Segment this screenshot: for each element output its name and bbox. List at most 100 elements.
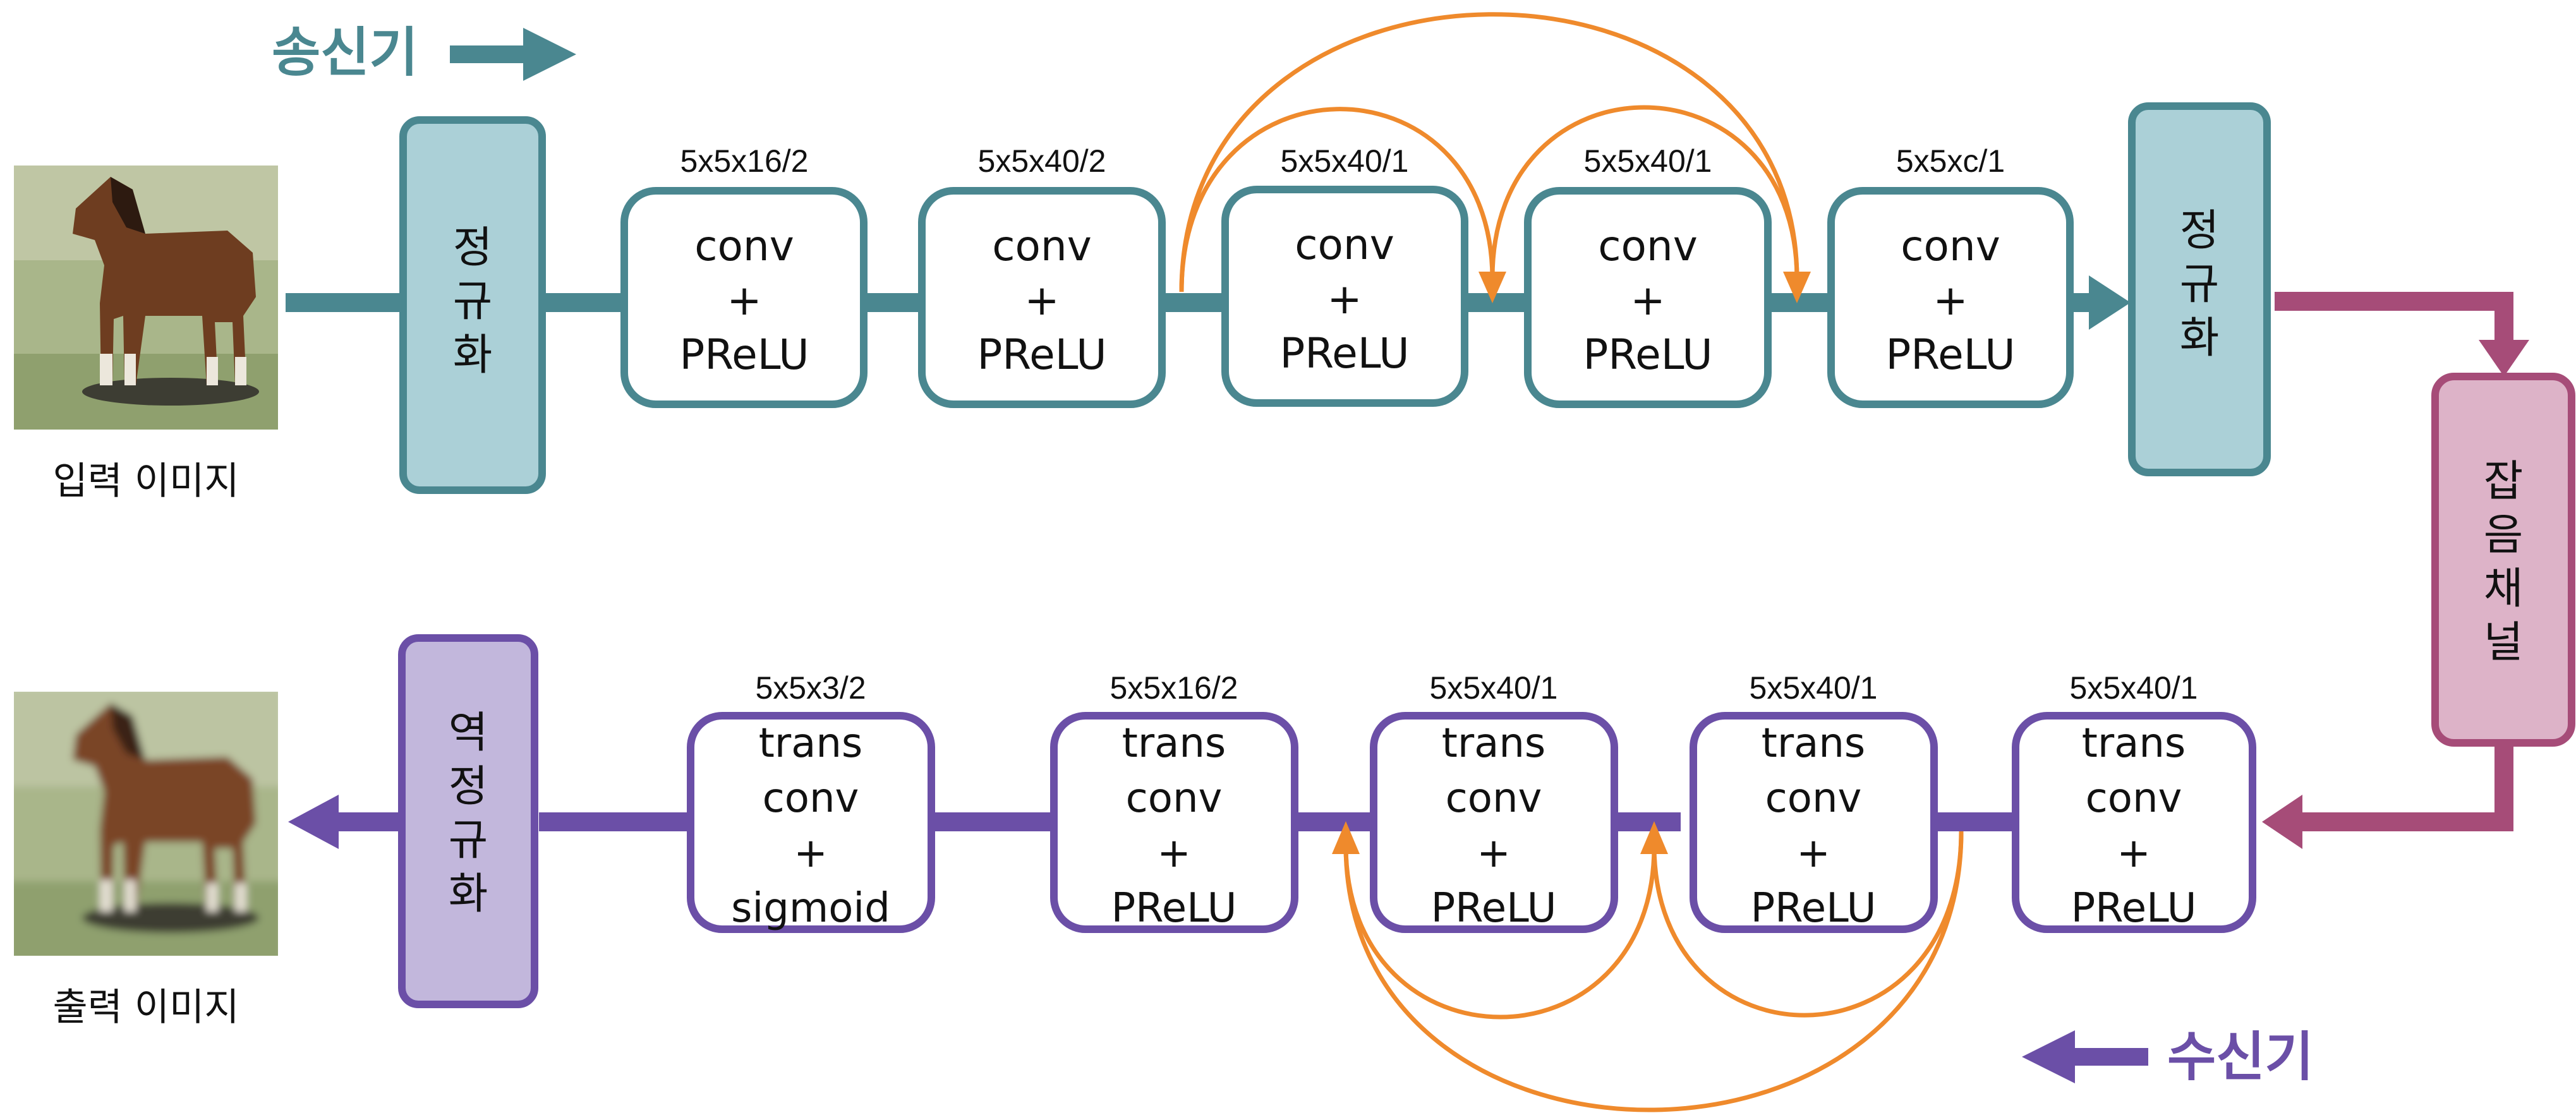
skip-arc <box>1343 831 1964 1112</box>
transmitter-direction: 송신기 <box>272 21 576 83</box>
encoder-block: 5x5xc/1 conv + PReLU <box>1827 143 2074 408</box>
receiver-direction: 수신기 <box>2022 1026 2314 1088</box>
block-line: PReLU <box>1583 330 1712 379</box>
block-line: + <box>1157 830 1191 877</box>
normalize-char: 정 <box>453 223 493 273</box>
output-image-caption: 출력 이미지 <box>52 985 239 1030</box>
block-spec: 5x5x40/1 <box>1584 143 1712 179</box>
block-spec: 5x5x40/2 <box>978 143 1106 179</box>
decoder-block: 5x5x40/1 trans conv + PReLU <box>1370 670 1618 933</box>
denormalize-block: 역 정 규 화 <box>398 634 538 1008</box>
block-line: conv <box>1765 775 1862 822</box>
block-spec: 5x5x40/1 <box>2070 670 2198 706</box>
block-line: PReLU <box>1885 330 2015 379</box>
block-line: PReLU <box>1751 885 1877 932</box>
skip-arc <box>1179 12 1799 292</box>
block-line: conv <box>2086 775 2182 822</box>
block-spec: 5x5x40/1 <box>1430 670 1558 706</box>
output-image <box>14 692 278 956</box>
horse-icon <box>73 177 256 385</box>
block-line: conv <box>1295 220 1394 269</box>
denormalize-char: 정 <box>449 762 488 812</box>
block-line: PReLU <box>1111 885 1237 932</box>
block-line: trans <box>1122 720 1226 767</box>
encoder-block: 5x5x40/1 conv + PReLU <box>1221 143 1468 407</box>
block-spec: 5x5x16/2 <box>1110 670 1238 706</box>
denormalize-char: 규 <box>449 816 488 865</box>
block-line: + <box>1024 276 1059 325</box>
arrowhead-icon <box>1640 821 1668 854</box>
denormalize-char: 역 <box>449 708 488 758</box>
input-image-caption: 입력 이미지 <box>52 459 239 503</box>
receiver-label: 수신기 <box>2167 1026 2314 1088</box>
skip-arrowheads-receiver <box>1332 821 1668 854</box>
receiver-flow-line <box>288 795 2016 849</box>
block-line: trans <box>1442 720 1546 767</box>
normalize-char: 규 <box>2180 260 2220 310</box>
encoder-block: 5x5x16/2 conv + PReLU <box>620 143 868 408</box>
decoder-block: 5x5x40/1 trans conv + PReLU <box>2012 670 2256 933</box>
block-line: conv <box>763 775 859 822</box>
arrowhead-icon <box>288 795 339 849</box>
block-line: + <box>2117 830 2151 877</box>
input-image <box>14 166 278 430</box>
arrowhead-icon <box>2089 275 2131 330</box>
encoder-block: 5x5x40/2 conv + PReLU <box>918 143 1166 408</box>
normalize-char: 화 <box>453 330 493 380</box>
block-line: + <box>1933 276 1968 325</box>
channel-char: 채 <box>2484 564 2524 614</box>
encoder-block: 5x5x40/1 conv + PReLU <box>1524 143 1772 408</box>
normalize-char: 규 <box>453 277 493 327</box>
block-line: conv <box>694 222 794 270</box>
block-line: conv <box>1598 222 1698 270</box>
arrowhead-icon <box>1478 272 1506 303</box>
block-line: + <box>727 276 761 325</box>
arrowhead-icon <box>1783 272 1811 303</box>
channel-char: 음 <box>2484 510 2524 560</box>
arrowhead-icon <box>1332 821 1360 854</box>
block-line: + <box>1630 276 1665 325</box>
block-line: trans <box>759 720 863 767</box>
block-line: conv <box>1901 222 2000 270</box>
arrowhead-icon <box>2479 340 2529 376</box>
normalize-char: 정 <box>2180 206 2220 256</box>
block-line: conv <box>1126 775 1223 822</box>
block-spec: 5x5x3/2 <box>755 670 866 706</box>
channel-path <box>2262 292 2529 849</box>
arrowhead-icon <box>2262 795 2302 849</box>
channel-char: 널 <box>2484 618 2524 668</box>
skip-arc <box>1490 105 1799 279</box>
transmitter-label: 송신기 <box>272 21 418 83</box>
transmitter-flow-line <box>286 275 2131 330</box>
block-line: sigmoid <box>731 885 890 932</box>
block-spec: 5x5x16/2 <box>680 143 809 179</box>
horse-icon <box>73 703 256 912</box>
channel-char: 잡 <box>2484 457 2524 507</box>
normalize-block: 정 규 화 <box>399 116 546 494</box>
denormalize-char: 화 <box>449 869 488 919</box>
block-line: + <box>1796 830 1830 877</box>
skip-arc <box>1343 846 1657 1020</box>
decoder-block: 5x5x16/2 trans conv + PReLU <box>1050 670 1298 933</box>
skip-arc <box>1652 831 1964 1018</box>
block-line: trans <box>2082 720 2186 767</box>
block-line: conv <box>992 222 1092 270</box>
block-spec: 5x5x40/1 <box>1750 670 1878 706</box>
block-line: PReLU <box>1279 329 1409 378</box>
skip-connections-receiver <box>1343 831 1964 1112</box>
block-spec: 5x5x40/1 <box>1281 143 1409 179</box>
normalize-char: 화 <box>2180 313 2220 363</box>
block-line: PReLU <box>2071 885 2197 932</box>
left-arrow-icon <box>2022 1030 2148 1083</box>
block-line: + <box>794 830 828 877</box>
block-line: PReLU <box>1431 885 1557 932</box>
decoder-block: 5x5x40/1 trans conv + PReLU <box>1690 670 1938 933</box>
block-line: + <box>1327 275 1362 323</box>
noise-channel-block: 잡 음 채 널 <box>2431 373 2575 747</box>
block-line: PReLU <box>977 330 1106 379</box>
block-line: + <box>1477 830 1511 877</box>
block-line: conv <box>1446 775 1542 822</box>
skip-connections-transmitter <box>1179 12 1799 292</box>
normalize-block: 정 규 화 <box>2128 102 2271 476</box>
